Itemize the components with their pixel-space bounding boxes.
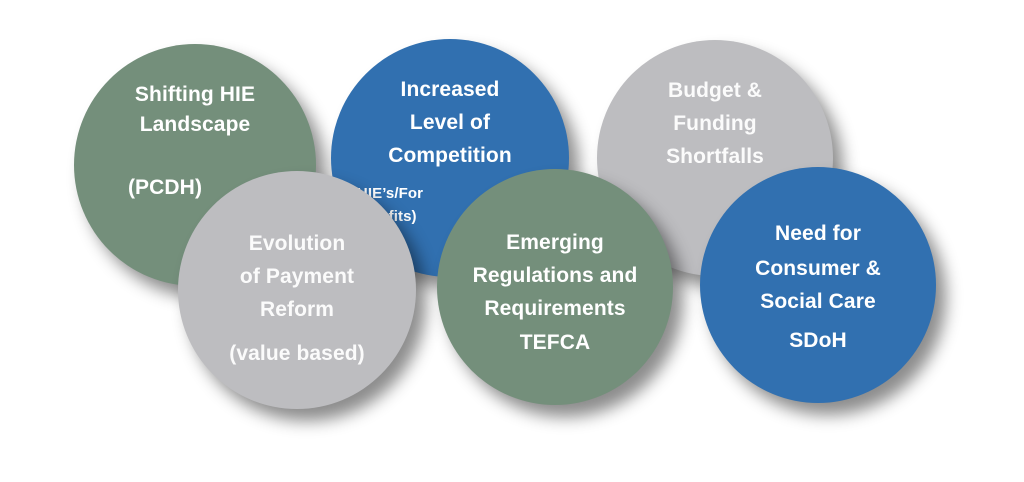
circle-subtitle: TEFCA (519, 331, 591, 354)
circle-title-line: Competition (388, 144, 512, 167)
circle-title-line: Shifting HIE (134, 83, 256, 106)
circle-subtitle: SDoH (789, 329, 847, 352)
circle-title-line: of Payment (239, 265, 355, 288)
circle-need-for-consumer-social-care: Need for Consumer & Social Care SDoH (700, 167, 936, 403)
circle-title-line: Shortfalls (666, 145, 764, 168)
circle-title-line: Increased (400, 78, 500, 101)
circle-title-line: Social Care (760, 290, 876, 313)
circle-title-line: Evolution (248, 232, 346, 255)
circle-title-line: Reform (259, 298, 335, 321)
circle-title-line: Requirements (484, 297, 626, 320)
circle-title-line: Landscape (139, 113, 251, 136)
circle-title-line: Budget & (667, 79, 763, 102)
circle-subtitle: (PCDH) (127, 176, 203, 199)
circle-title-line: Funding (673, 112, 757, 135)
circle-subtitle: (value based) (229, 342, 365, 365)
circle-title-line: Regulations and (472, 264, 638, 287)
circle-title-line: Need for (775, 222, 861, 245)
circle-title-line: Level of (409, 111, 491, 134)
circle-evolution-of-payment-reform: Evolution of Payment Reform (value based… (178, 171, 416, 409)
circle-title-line: Consumer & (755, 257, 881, 280)
circle-subtitle: HIE’s/For (356, 185, 424, 202)
circle-emerging-regulations-and-requirements: Emerging Regulations and Requirements TE… (437, 169, 673, 405)
circle-title-line: Emerging (506, 231, 604, 254)
